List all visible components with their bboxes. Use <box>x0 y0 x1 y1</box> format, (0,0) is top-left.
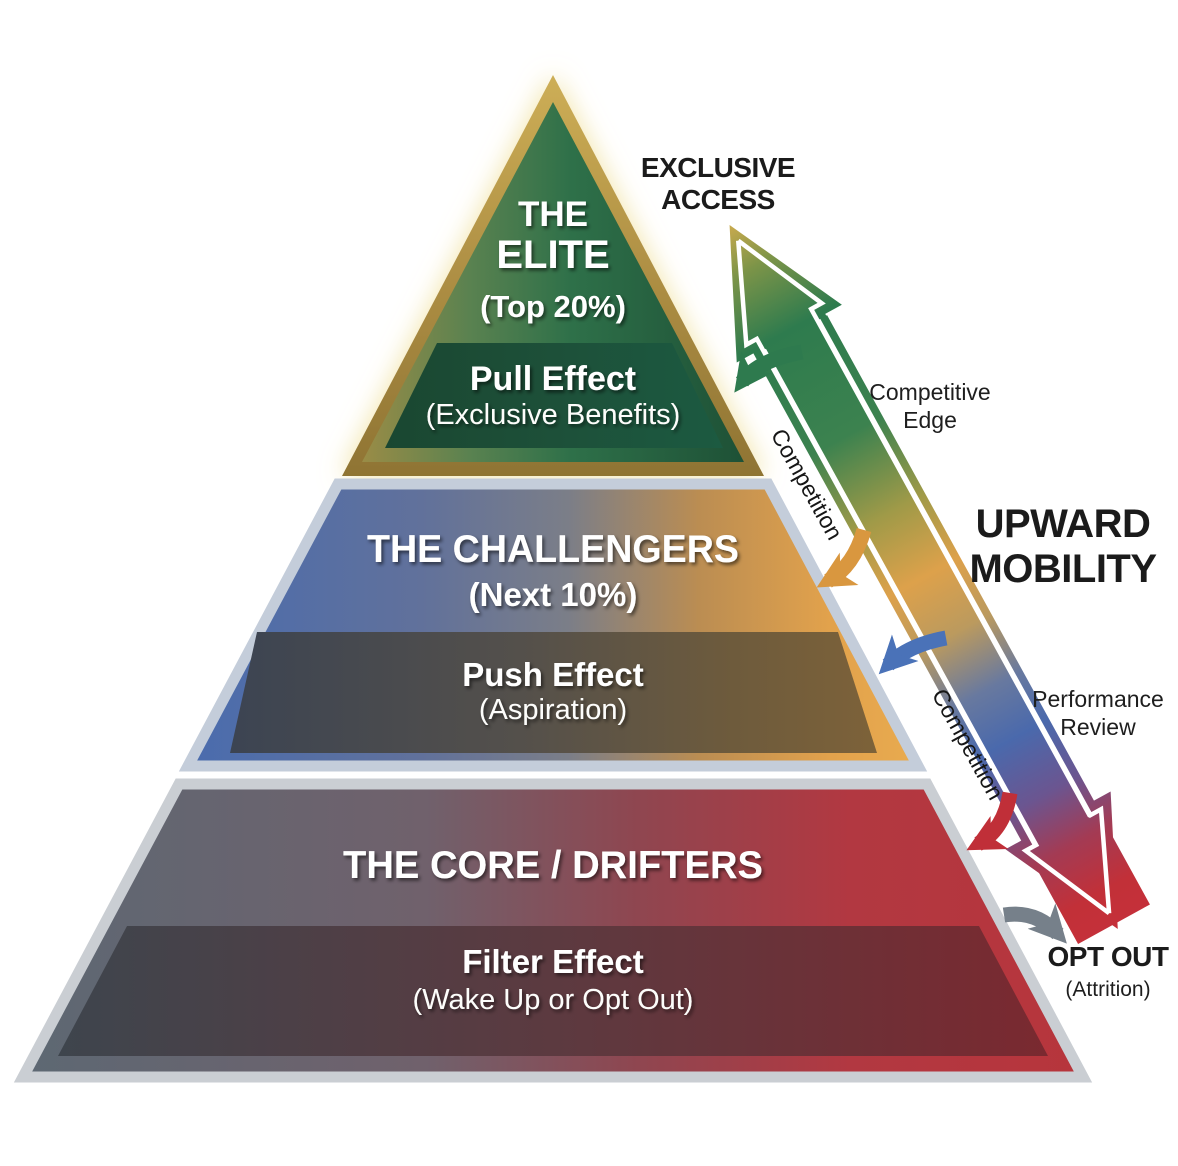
challengers-share: (Next 10%) <box>469 576 638 613</box>
challengers-title: THE CHALLENGERS <box>367 528 739 571</box>
tier-labels: THE ELITE (Top 20%) Pull Effect (Exclusi… <box>343 195 763 1016</box>
tier-core-effect-band <box>58 926 1048 1056</box>
performance-review-line1: Performance <box>1032 686 1164 712</box>
performance-review-line2: Review <box>1060 714 1136 740</box>
exclusive-access-line1: EXCLUSIVE <box>641 152 795 183</box>
pull-arrow-green <box>734 344 804 393</box>
competition-arrow-orange <box>816 527 872 588</box>
core-effect: Filter Effect <box>462 943 644 980</box>
connector-arrows <box>734 344 1067 944</box>
competition-ribbon-lower <box>853 647 1004 859</box>
opt-out-detail: (Attrition) <box>1065 978 1150 1001</box>
challengers-effect-detail: (Aspiration) <box>479 694 627 726</box>
competition-ribbon-upper <box>706 379 861 598</box>
tier-elite-effect-band <box>385 343 723 448</box>
opt-out-arrow-gray <box>1002 903 1067 944</box>
elite-title-line1: THE <box>518 195 588 234</box>
elite-title-line2: ELITE <box>496 233 609 277</box>
competitive-edge-line1: Competitive <box>869 379 990 405</box>
elite-share: (Top 20%) <box>480 289 626 324</box>
tier-elite <box>342 75 764 476</box>
mobility-arrow-group <box>706 224 1150 944</box>
elite-effect-detail: (Exclusive Benefits) <box>426 399 681 431</box>
elite-effect: Pull Effect <box>470 360 636 398</box>
down-arrow-shape <box>755 315 1118 930</box>
down-arrow-inner-outline <box>762 318 1112 916</box>
exclusive-access-line2: ACCESS <box>661 184 775 215</box>
upward-mobility-line2: MOBILITY <box>969 547 1157 591</box>
challengers-effect: Push Effect <box>462 656 644 693</box>
core-title: THE CORE / DRIFTERS <box>343 844 763 887</box>
opt-out-label: OPT OUT <box>1048 941 1169 972</box>
tier-core <box>13 778 1093 1083</box>
upward-mobility-line1: UPWARD <box>976 502 1151 546</box>
core-effect-detail: (Wake Up or Opt Out) <box>413 984 694 1016</box>
competition-arrow-red <box>966 791 1018 851</box>
push-arrow-blue <box>878 630 948 675</box>
tier-challengers <box>178 478 928 772</box>
tier-challengers-effect-band <box>230 632 877 753</box>
competitive-edge-line2: Edge <box>903 407 957 433</box>
